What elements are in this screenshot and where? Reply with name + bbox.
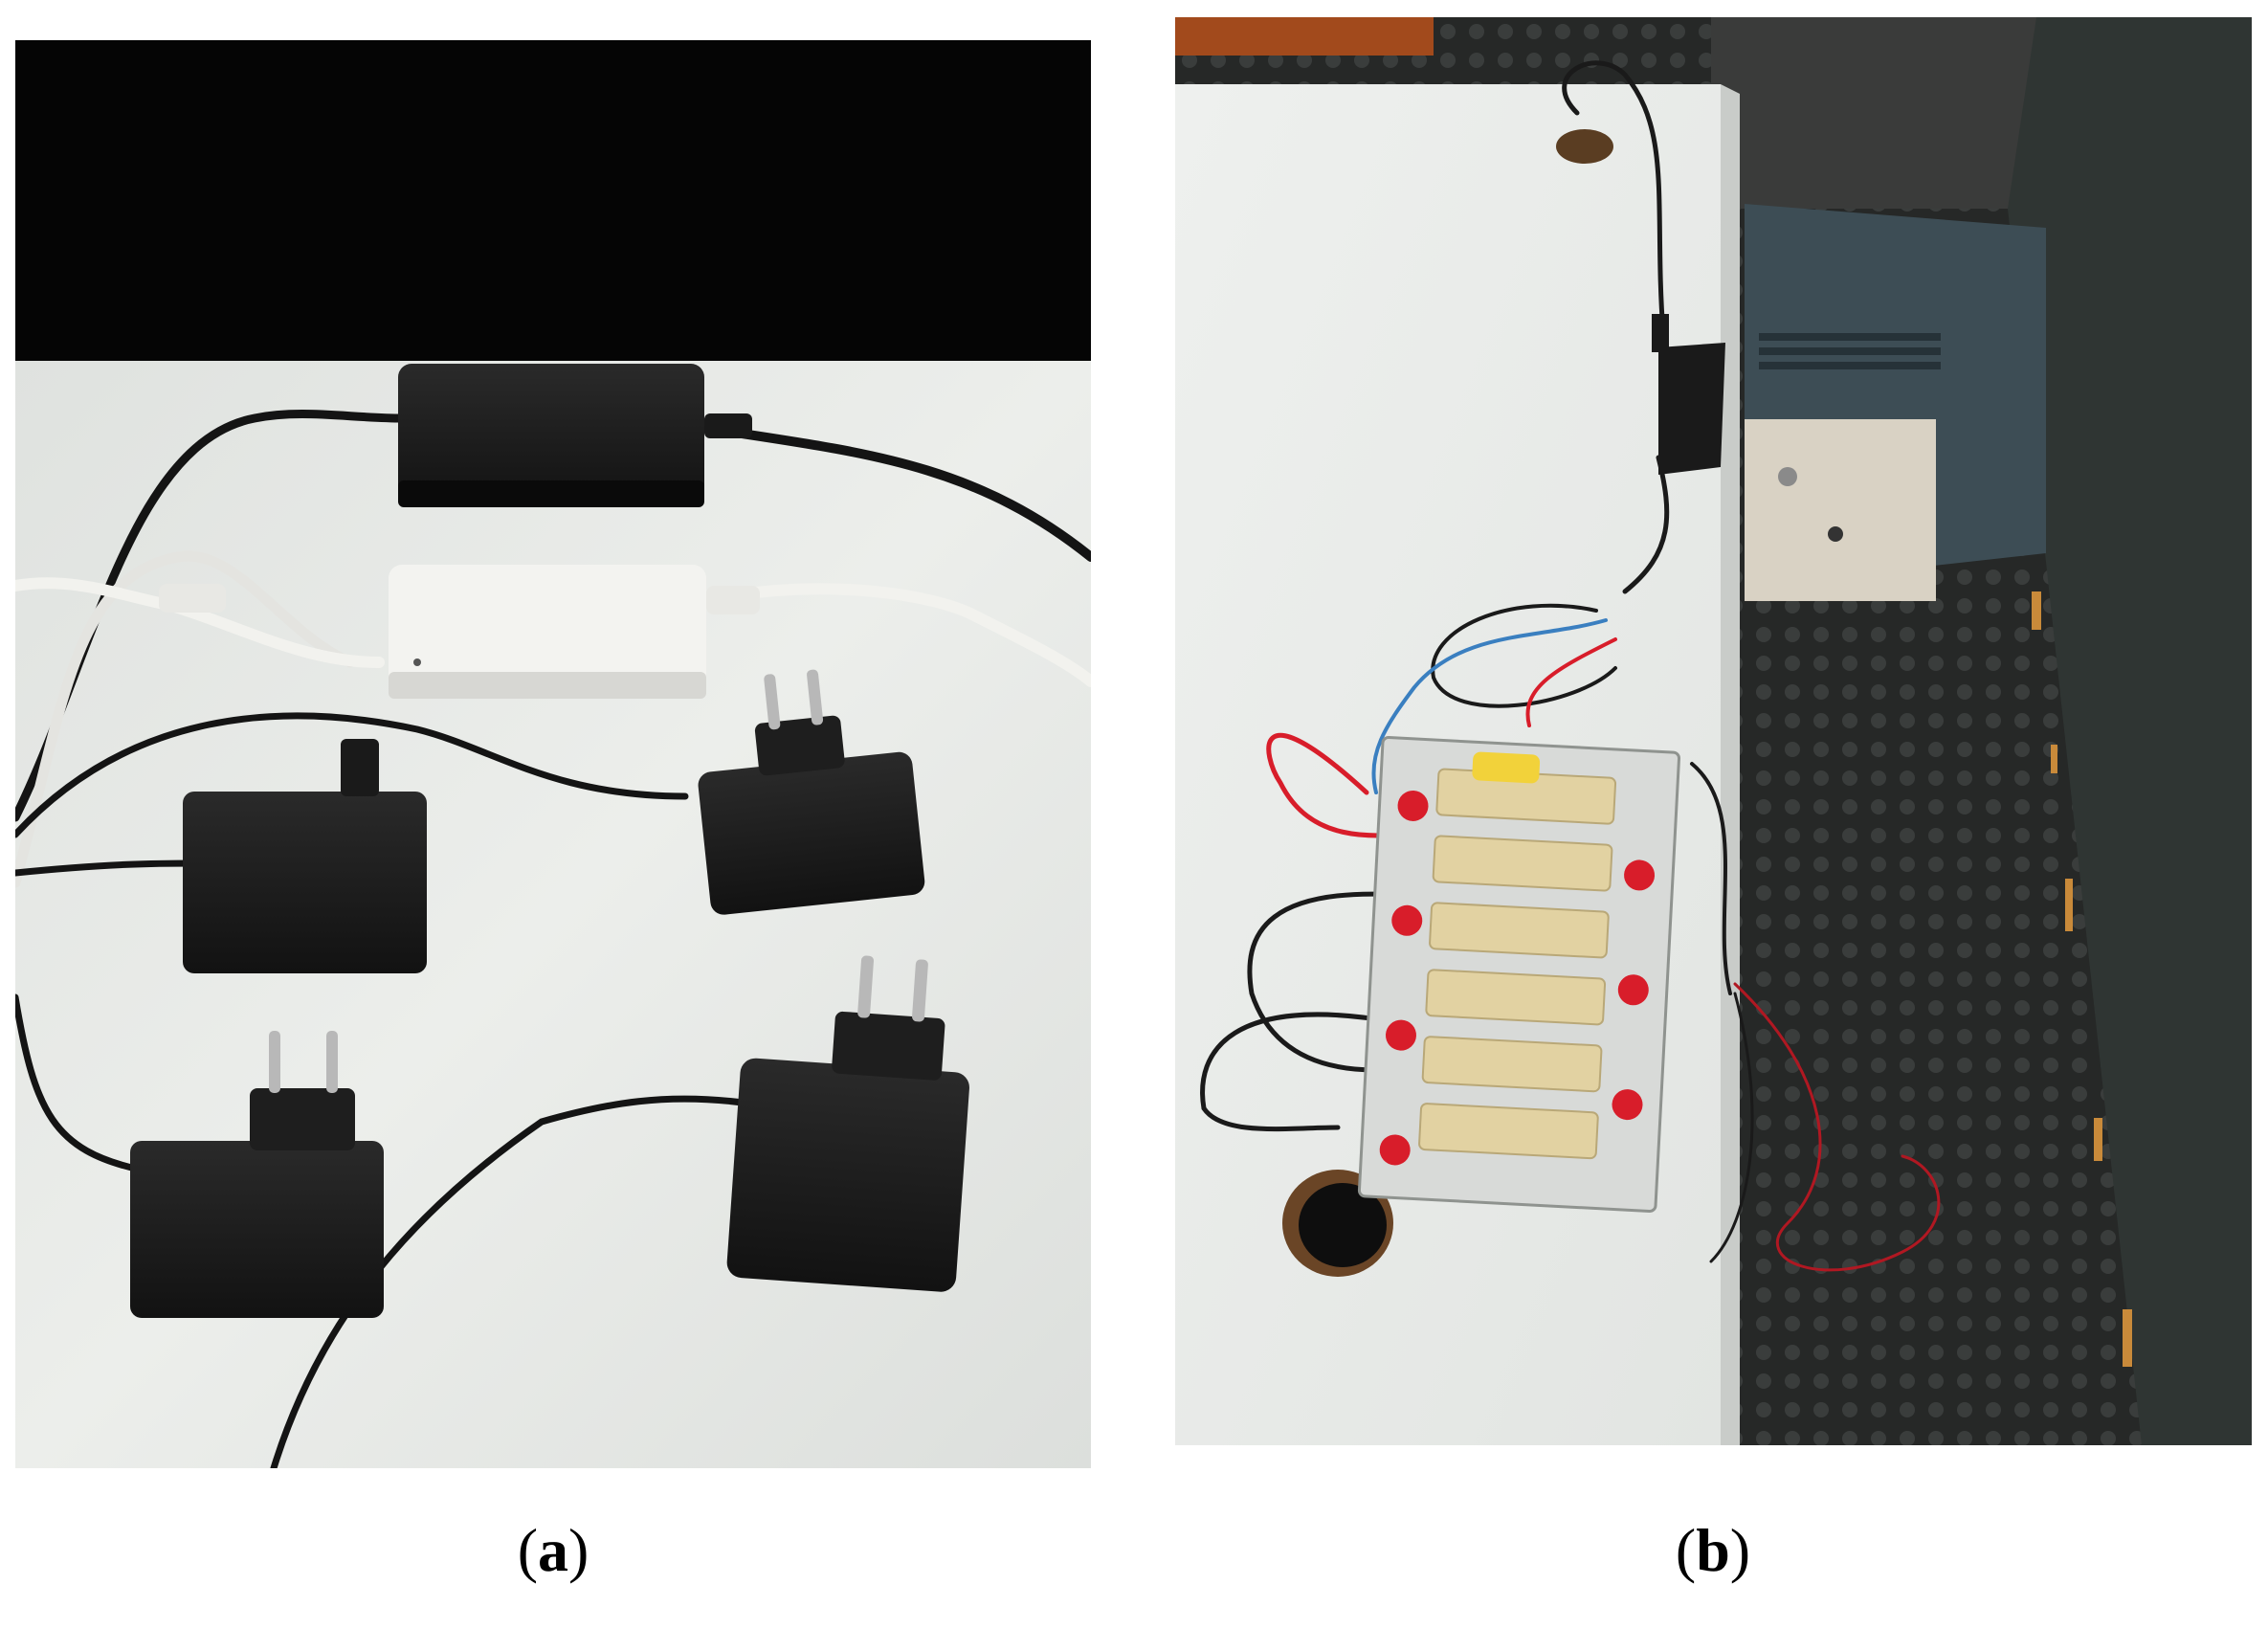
caption-panel-a: (a) [517,1516,589,1584]
photo-power-adapters [15,40,1091,1468]
dark-background [15,40,1091,361]
adapter-plug-mid-left [183,739,427,973]
equipment-box [1745,204,2046,601]
adapter-plug-bottom-left [130,1031,384,1318]
power-adapters-illustration [15,40,1091,1468]
resistor-load-bank [1357,736,1681,1213]
caption-panel-b: (b) [1675,1516,1751,1584]
adapter-plug-mid-right [698,669,925,915]
photo-test-setup [1175,17,2252,1445]
test-cables [1200,60,1941,1272]
orange-railing [1175,17,1434,56]
adapter-black-large [398,364,752,507]
table-hole-top [1556,129,1613,164]
caption-b-label: b [1696,1516,1730,1584]
test-setup-illustration [1175,17,2252,1445]
power-resistors [1418,768,1617,1160]
terminal-posts [1379,790,1656,1166]
wall-rust-spots [2032,591,2132,1367]
cables [15,410,1091,1468]
caption-a-label: a [538,1516,568,1584]
adapter-on-table [1652,314,1725,475]
adapter-white [159,565,760,699]
adapter-plug-bottom-right [726,955,969,1292]
metal-wall [2008,17,2252,1445]
